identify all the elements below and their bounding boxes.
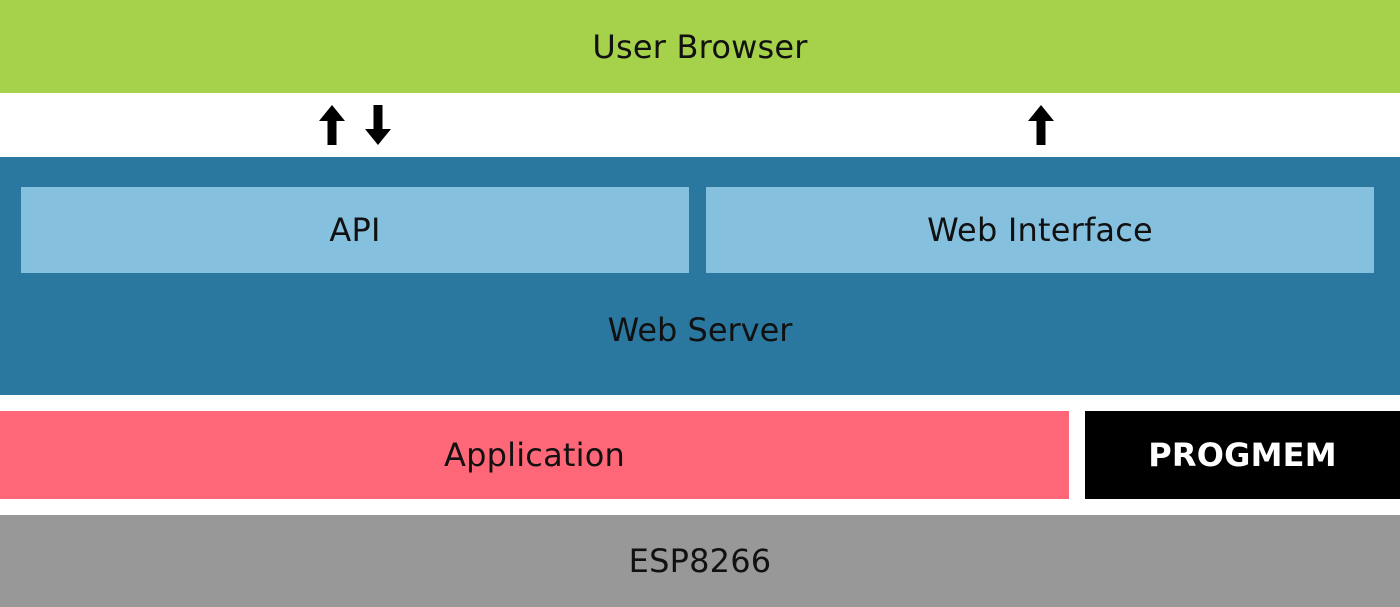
user-browser-label: User Browser (592, 27, 808, 66)
progmem-label: PROGMEM (1148, 436, 1337, 474)
web-interface-label: Web Interface (927, 211, 1153, 249)
api-block: API (21, 187, 689, 273)
application-layer: Application (0, 411, 1069, 499)
progmem-block: PROGMEM (1085, 411, 1400, 499)
web-interface-block: Web Interface (706, 187, 1374, 273)
arrow-down-icon (365, 105, 391, 145)
arrow-up-icon (319, 105, 345, 145)
user-browser-layer: User Browser (0, 0, 1400, 93)
arrow-up-icon (1028, 105, 1054, 145)
esp8266-layer: ESP8266 (0, 515, 1400, 607)
application-label: Application (444, 436, 625, 474)
web-server-label: Web Server (607, 311, 793, 349)
esp8266-label: ESP8266 (628, 542, 772, 580)
api-label: API (329, 211, 381, 249)
